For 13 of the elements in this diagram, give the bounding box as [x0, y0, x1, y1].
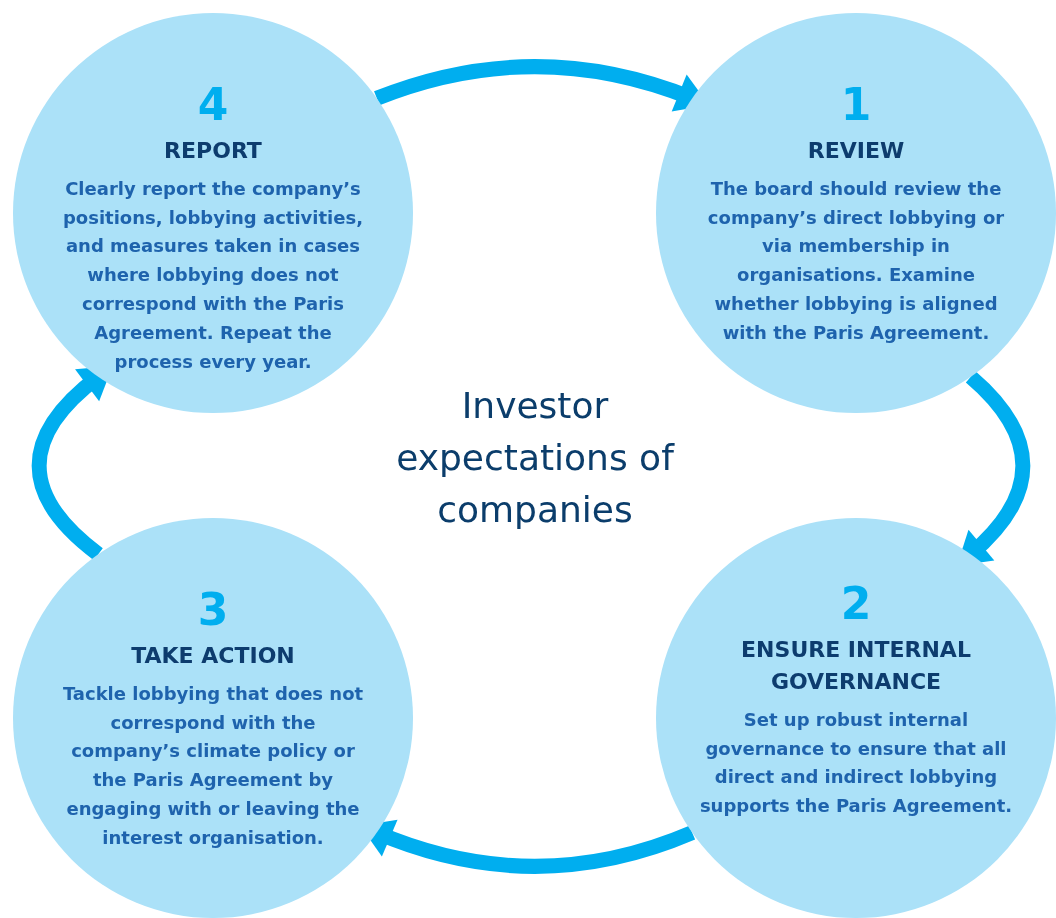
step-heading: ENSURE INTERNAL GOVERNANCE — [740, 636, 972, 696]
step-number: 2 — [840, 582, 872, 626]
step-heading: REVIEW — [806, 137, 906, 165]
step-heading: TAKE ACTION — [130, 642, 296, 670]
step-number: 4 — [197, 83, 229, 127]
diagram-title: Investor expectations of companies — [395, 384, 676, 533]
step-description: Tackle lobbying that does not correspond with the company’s climate policy or the Paris Agreement by engaging with or leaving the interest organisation. — [61, 681, 365, 850]
step-description: Clearly report the company’s positions, lobbying activities, and measures taken in cases where lobbying does not correspond with the Paris Agreement. Repeat the process every year. — [61, 176, 365, 374]
step-heading: REPORT — [163, 137, 263, 165]
step-number: 3 — [197, 588, 229, 632]
step-description: Set up robust internal governance to ensure that all direct and indirect lobbying supports the Paris Agreement. — [698, 707, 1014, 819]
step-description: The board should review the company’s direct lobbying or via membership in organisations. Examine whether lobbying is aligned with the Paris Agreement. — [706, 176, 1006, 345]
step-number: 1 — [840, 83, 872, 127]
